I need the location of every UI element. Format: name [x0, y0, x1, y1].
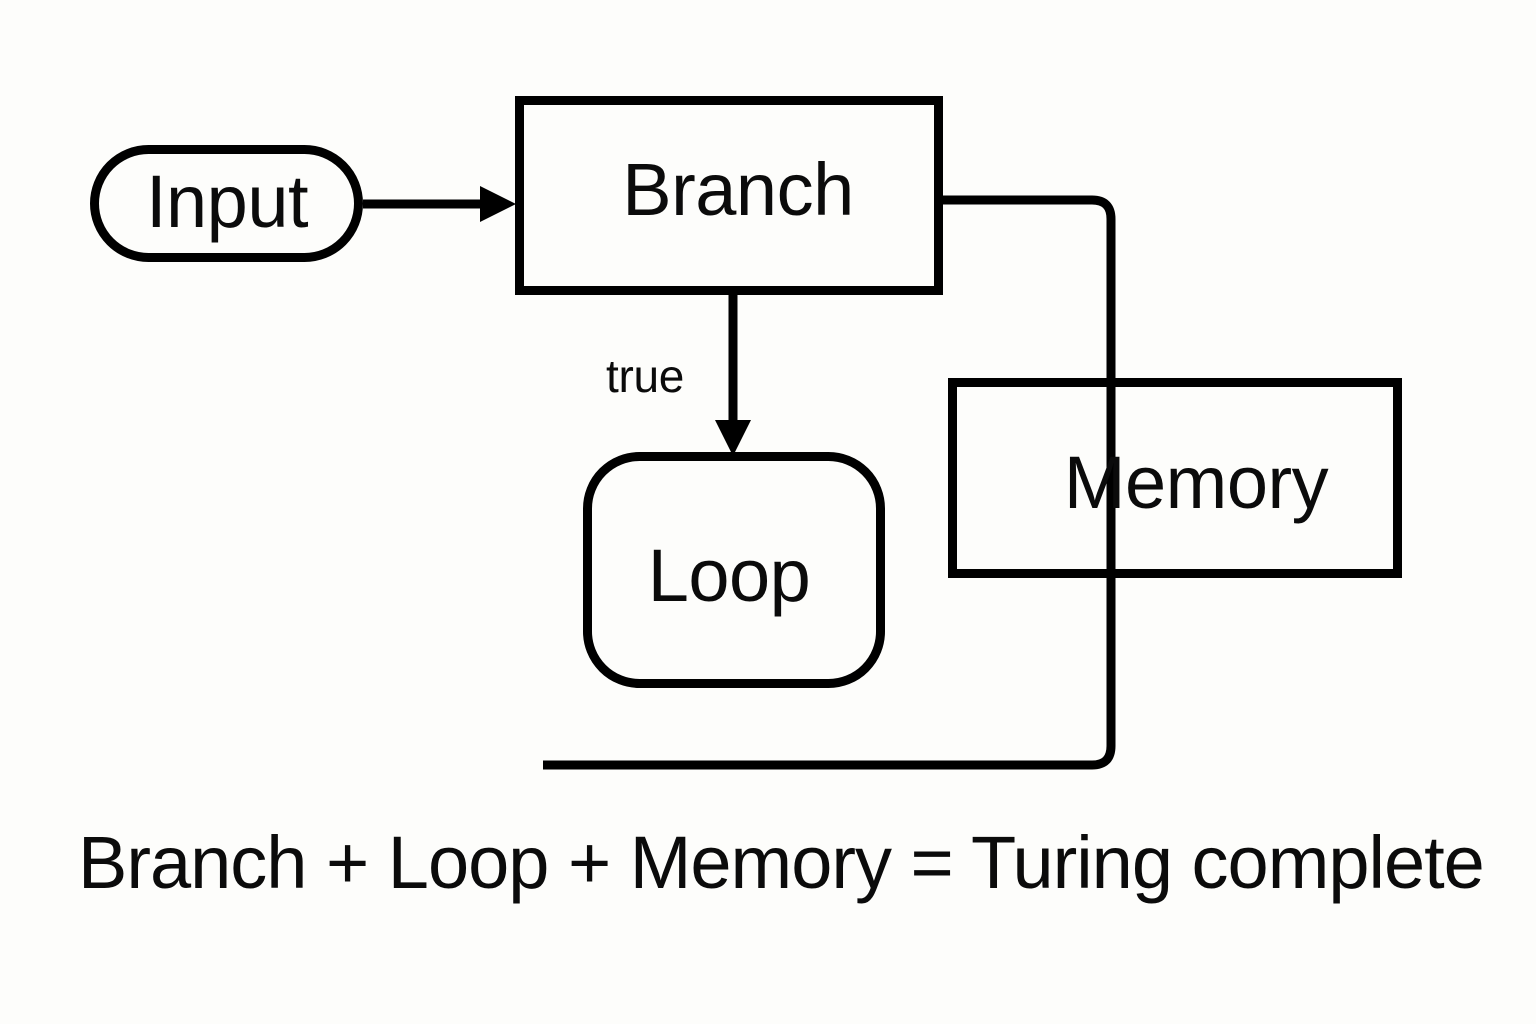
- caption: Branch + Loop + Memory = Turing complete: [78, 821, 1484, 904]
- node-loop-label: Loop: [648, 534, 811, 617]
- node-loop[interactable]: Loop: [583, 452, 885, 688]
- node-branch[interactable]: Branch: [515, 96, 943, 295]
- node-memory-label: Memory: [1064, 441, 1329, 524]
- node-memory-shape: [948, 378, 1402, 578]
- arrowhead-input-to-branch-icon: [480, 186, 516, 222]
- edge-label-true: true: [606, 350, 684, 402]
- node-loop-shape: [583, 452, 885, 688]
- node-branch-label: Branch: [622, 148, 853, 231]
- node-branch-shape: [515, 96, 943, 295]
- node-memory[interactable]: Memory: [948, 378, 1402, 578]
- arrowhead-branch-to-loop-icon: [715, 420, 751, 456]
- node-input[interactable]: Input: [90, 145, 363, 262]
- node-input-label: Input: [146, 160, 309, 243]
- node-input-shape: [90, 145, 363, 262]
